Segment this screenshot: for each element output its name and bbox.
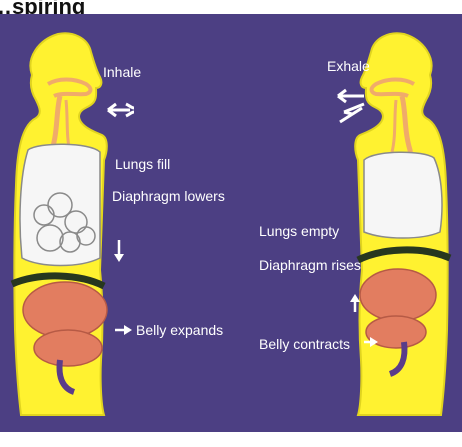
diaphragm-lowers-text: Diaphragm lowers (112, 188, 225, 204)
exhale-label: Exhale (327, 58, 370, 74)
exhale-lungs (364, 152, 442, 238)
bottom-edge (0, 432, 462, 447)
diaphragm-rises-text: Diaphragm rises (259, 257, 361, 273)
belly-contracts-text: Belly contracts (259, 336, 350, 352)
belly-expands-text: Belly expands (136, 322, 223, 338)
lungs-fill-text: Lungs fill (115, 156, 170, 172)
exhale-stomach (360, 269, 436, 321)
lungs-empty-text: Lungs empty (259, 223, 339, 239)
inhale-intestine (34, 330, 102, 366)
inhale-label: Inhale (103, 64, 141, 80)
